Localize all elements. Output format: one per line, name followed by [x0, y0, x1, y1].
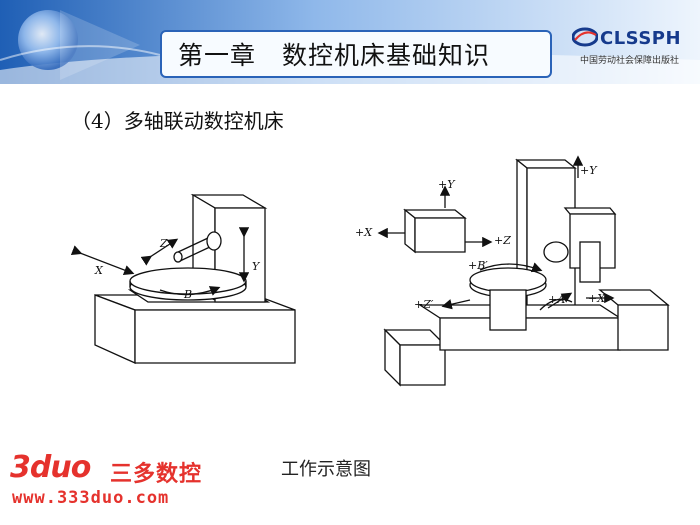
left-label-y: Y — [252, 260, 261, 273]
right-machine — [377, 155, 670, 387]
left-label-z: Z — [159, 237, 168, 250]
left-machine — [70, 193, 296, 365]
publisher-logo-text: CLSSPH — [600, 28, 682, 49]
publisher-name: 中国劳动社会保障出版社 — [580, 56, 680, 66]
watermark-cn: 三多数控 — [110, 462, 203, 487]
globe-icon — [18, 10, 78, 70]
machine-diagrams: X Z Y B +Y +X +Z +Y +B′ +Z′ — [70, 155, 670, 387]
watermark-brand: 3duo — [10, 450, 91, 485]
left-label-b: B — [183, 288, 192, 301]
right-label-plus-a-prime: +A′ — [548, 293, 568, 306]
chapter-title: 第一章 数控机床基础知识 — [178, 41, 491, 70]
section-subtitle: （4）多轴联动数控机床 — [71, 109, 284, 133]
watermark: 3duo 三多数控 www.333duo.com — [6, 450, 226, 512]
right-label-plus-y-box: +Y — [438, 178, 456, 191]
publisher-logo: CLSSPH 中国劳动社会保障出版社 — [572, 26, 692, 70]
figure-caption: 工作示意图 — [281, 459, 371, 480]
right-label-plus-z-prime: +Z′ — [414, 298, 434, 311]
header-banner: 第一章 数控机床基础知识 CLSSPH 中国劳动社会保障出版社 — [0, 0, 700, 88]
publisher-swirl-icon — [572, 27, 598, 47]
chapter-title-box: 第一章 数控机床基础知识 — [160, 30, 552, 78]
right-label-plus-b-prime: +B′ — [468, 259, 488, 272]
right-label-plus-z: +Z — [494, 234, 511, 247]
left-label-x: X — [94, 264, 104, 277]
right-label-plus-x: +X — [355, 226, 373, 239]
right-label-plus-y-column: +Y — [580, 164, 598, 177]
watermark-url: www.333duo.com — [12, 488, 170, 508]
right-label-plus-x-table: +X — [588, 292, 606, 305]
